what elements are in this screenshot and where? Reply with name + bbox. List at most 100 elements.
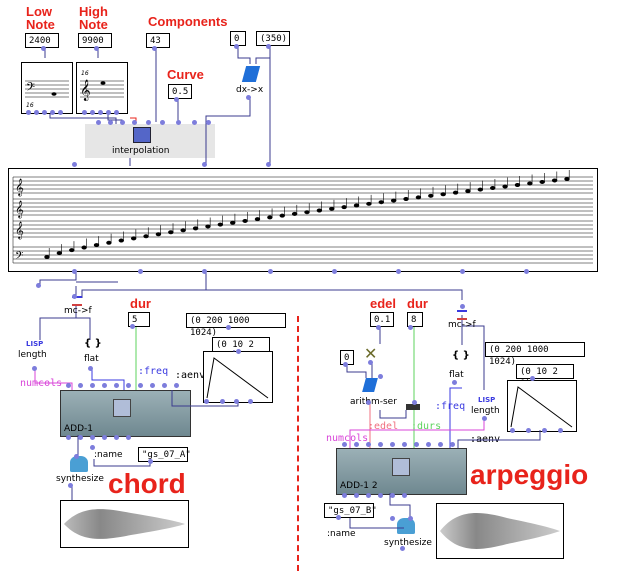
inlet-dot[interactable] [206,120,211,125]
inlet-dot[interactable] [42,110,47,115]
inlet-dot[interactable] [126,435,131,440]
inlet-dot[interactable] [90,383,95,388]
inlet-dot[interactable] [114,110,119,115]
inlet-dot[interactable] [150,383,155,388]
inlet-dot[interactable] [66,435,71,440]
inlet-dot[interactable] [114,383,119,388]
inlet-dot[interactable] [343,362,348,367]
length-right[interactable]: length [471,406,500,416]
inlet-dot[interactable] [162,383,167,388]
inlet-dot[interactable] [408,325,413,330]
inlet-dot[interactable] [152,46,157,51]
inlet-dot[interactable] [368,360,373,365]
inlet-dot[interactable] [202,162,207,167]
dur-left-input[interactable]: 5 [128,312,150,327]
inlet-dot[interactable] [78,435,83,440]
envelope-right[interactable] [507,380,577,432]
inlet-dot[interactable] [342,493,347,498]
inlet-dot[interactable] [102,383,107,388]
inlet-dot[interactable] [68,483,73,488]
low-note-score[interactable]: 𝄢 16 [21,62,73,114]
inlet-dot[interactable] [50,110,55,115]
inlet-dot[interactable] [452,380,457,385]
synthesize-right[interactable]: synthesize [384,538,432,548]
inlet-dot[interactable] [408,516,413,521]
inlet-dot[interactable] [390,442,395,447]
flat-left[interactable]: flat [84,354,99,364]
inlet-dot[interactable] [378,442,383,447]
inlet-dot[interactable] [524,269,529,274]
inlet-dot[interactable] [378,374,383,379]
inlet-dot[interactable] [132,120,137,125]
inlet-dot[interactable] [366,493,371,498]
inlet-dot[interactable] [66,383,71,388]
inlet-dot[interactable] [378,493,383,498]
inlet-dot[interactable] [450,442,455,447]
inlet-dot[interactable] [160,120,165,125]
inlet-dot[interactable] [354,493,359,498]
inlet-dot[interactable] [88,366,93,371]
mc-f-right[interactable]: mc->f [448,320,476,330]
inlet-dot[interactable] [390,493,395,498]
waveform-left[interactable] [60,500,189,548]
inlet-dot[interactable] [234,44,239,49]
add-1-left[interactable] [60,390,191,437]
inlet-dot[interactable] [90,110,95,115]
zero-right-input[interactable]: 0 [340,350,354,365]
inlet-dot[interactable] [236,349,241,354]
inlet-dot[interactable] [542,428,547,433]
name-left-input[interactable]: "gs_07_A" [138,447,191,462]
inlet-dot[interactable] [41,46,46,51]
inlet-dot[interactable] [460,269,465,274]
inlet-dot[interactable] [204,399,209,404]
inlet-dot[interactable] [78,383,83,388]
paren-350-input[interactable]: (350) [256,31,290,46]
inlet-dot[interactable] [400,546,405,551]
inlet-dot[interactable] [460,304,465,309]
name-right-input[interactable]: "gs_07_B" [324,503,377,518]
flat-right[interactable]: flat [449,370,464,380]
inlet-dot[interactable] [174,97,179,102]
inlet-dot[interactable] [98,110,103,115]
inlet-dot[interactable] [412,400,417,405]
inlet-dot[interactable] [402,442,407,447]
inlet-dot[interactable] [366,442,371,447]
inlet-dot[interactable] [220,399,225,404]
inlet-dot[interactable] [108,120,113,125]
inlet-dot[interactable] [332,269,337,274]
waveform-right[interactable] [436,503,564,559]
inlet-dot[interactable] [510,428,515,433]
inlet-dot[interactable] [248,399,253,404]
inlet-dot[interactable] [126,383,131,388]
inlet-dot[interactable] [426,442,431,447]
arithm-ser[interactable]: arithm-ser [350,397,397,407]
inlet-dot[interactable] [148,459,153,464]
inlet-dot[interactable] [192,120,197,125]
inlet-dot[interactable] [94,46,99,51]
inlet-dot[interactable] [266,44,271,49]
inlet-dot[interactable] [336,515,341,520]
synthesize-left[interactable]: synthesize [56,474,104,484]
inlet-dot[interactable] [234,399,239,404]
chord-seq-score[interactable]: 𝄞 𝄞 𝄞 𝄢 [8,168,598,272]
mc-f-left[interactable]: mc->f [64,306,92,316]
inlet-dot[interactable] [174,383,179,388]
inlet-dot[interactable] [402,493,407,498]
aenv-left-input[interactable]: (0 200 1000 1024) [186,313,286,338]
add-1-right[interactable] [336,448,467,495]
inlet-dot[interactable] [342,442,347,447]
inlet-dot[interactable] [90,445,95,450]
aenv-right-input[interactable]: (0 200 1000 1024) [485,342,585,367]
inlet-dot[interactable] [26,110,31,115]
edel-input[interactable]: 0.1 [370,312,394,327]
inlet-dot[interactable] [82,110,87,115]
inlet-dot[interactable] [176,120,181,125]
inlet-dot[interactable] [96,120,101,125]
inlet-dot[interactable] [396,269,401,274]
components-input[interactable]: 43 [146,33,170,48]
inlet-dot[interactable] [268,269,273,274]
inlet-dot[interactable] [226,325,231,330]
inlet-dot[interactable] [354,442,359,447]
curve-input[interactable]: 0.5 [168,84,192,99]
inlet-dot[interactable] [72,294,77,299]
